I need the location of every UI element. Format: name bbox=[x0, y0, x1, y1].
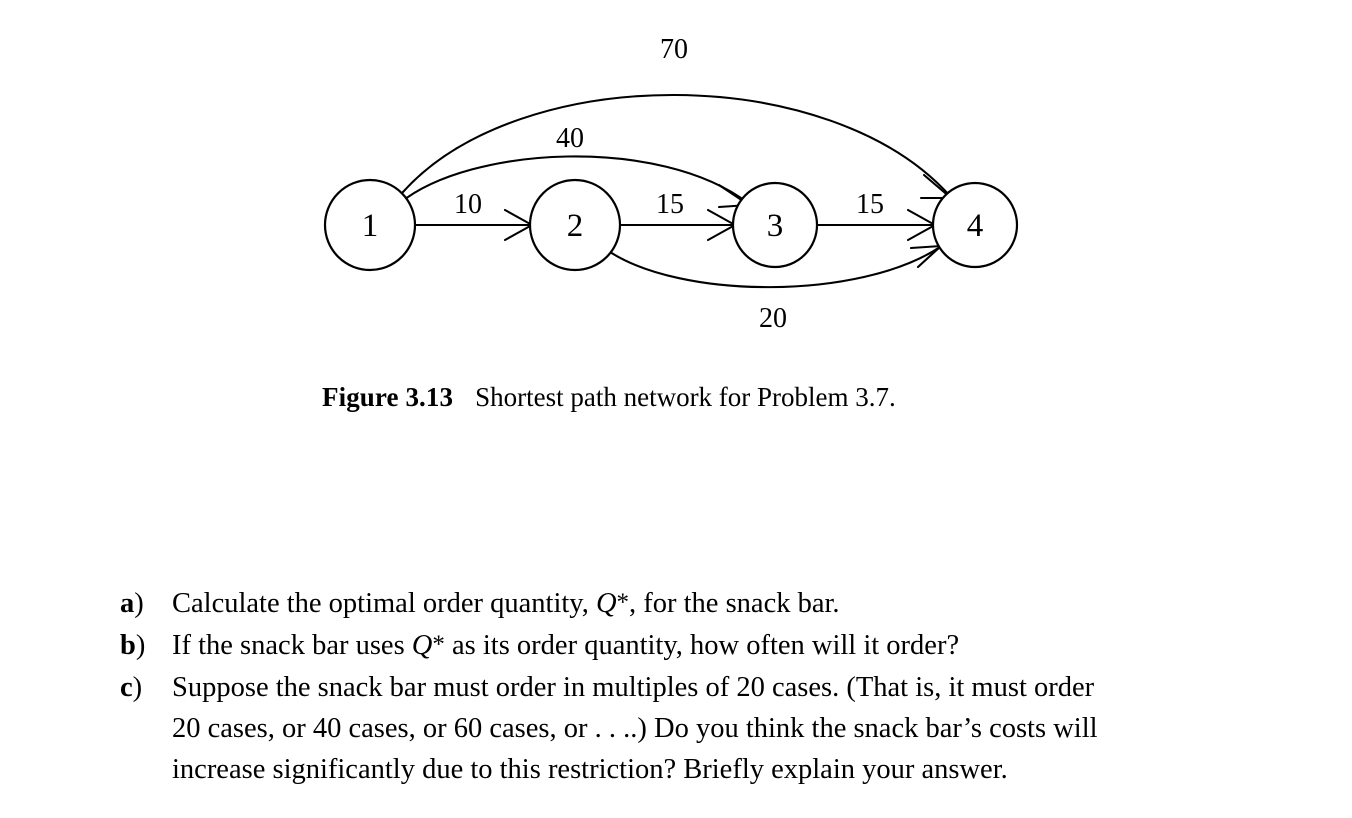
node-3: 3 bbox=[731, 181, 819, 269]
question-a-star: * bbox=[616, 589, 630, 616]
figure-caption: Figure 3.13 Shortest path network for Pro… bbox=[322, 381, 1222, 415]
node-2-circle bbox=[528, 178, 622, 272]
question-marker-c: c) bbox=[120, 667, 172, 708]
question-a-line1-post: , for the snack bar. bbox=[629, 588, 840, 619]
question-body-a: Calculate the optimal order quantity, Q*… bbox=[172, 583, 1335, 625]
question-item-a: a) Calculate the optimal order quantity,… bbox=[120, 583, 1335, 625]
question-item-c: c) Suppose the snack bar must order in m… bbox=[120, 667, 1335, 790]
edge-weight-3-4: 15 bbox=[856, 189, 884, 220]
node-4: 4 bbox=[931, 181, 1019, 269]
question-body-c: Suppose the snack bar must order in mult… bbox=[172, 667, 1335, 790]
question-marker-b-letter: b bbox=[120, 630, 136, 661]
question-marker-b-paren: ) bbox=[135, 630, 146, 661]
question-b-line1-pre: If the snack bar uses bbox=[172, 630, 412, 661]
edge-weight-1-4: 70 bbox=[660, 34, 688, 65]
question-a-symbol: Q bbox=[595, 588, 617, 619]
node-2: 2 bbox=[528, 178, 622, 272]
question-marker-b: b) bbox=[120, 625, 172, 666]
node-1-label: 1 bbox=[362, 208, 379, 244]
edge-1-to-4-path bbox=[401, 93, 952, 198]
question-item-b: b) If the snack bar uses Q* as its order… bbox=[120, 625, 1335, 667]
question-b-star: * bbox=[432, 631, 445, 658]
node-2-label: 2 bbox=[567, 208, 584, 244]
edge-weight-1-3: 40 bbox=[556, 123, 584, 154]
figure-block: 1 2 3 4 10 15 15 40 70 20 bbox=[0, 0, 1352, 360]
question-a-line1-pre: Calculate the optimal order quantity, bbox=[172, 588, 596, 619]
question-marker-a-letter: a bbox=[120, 588, 135, 619]
node-1: 1 bbox=[323, 178, 417, 272]
shortest-path-network-diagram: 1 2 3 4 10 15 15 40 70 20 bbox=[323, 34, 1019, 334]
question-marker-a-paren: ) bbox=[134, 588, 144, 619]
edge-2-to-4-path bbox=[605, 245, 942, 289]
question-body-b: If the snack bar uses Q* as its order qu… bbox=[172, 625, 1335, 667]
question-b-line1-post: as its order quantity, how often will it… bbox=[444, 630, 960, 661]
edge-2-to-4-arrowhead bbox=[909, 244, 943, 269]
question-marker-c-paren: ) bbox=[132, 672, 143, 703]
question-marker-a: a) bbox=[120, 583, 172, 624]
node-3-circle bbox=[731, 181, 819, 269]
node-4-circle bbox=[931, 181, 1019, 269]
edge-weight-2-3: 15 bbox=[656, 189, 684, 220]
figure-caption-text: Shortest path network for Problem 3.7. bbox=[475, 382, 896, 412]
figure-caption-label: Figure 3.13 bbox=[322, 382, 454, 412]
node-4-label: 4 bbox=[967, 208, 984, 244]
edge-1-to-3-path bbox=[398, 155, 750, 205]
edge-weight-1-2: 10 bbox=[454, 189, 482, 220]
question-c-line1: Suppose the snack bar must order in mult… bbox=[172, 672, 1095, 703]
edge-weight-2-4: 20 bbox=[759, 303, 787, 334]
question-marker-c-letter: c bbox=[120, 672, 133, 703]
node-1-circle bbox=[323, 178, 417, 272]
question-c-line2: 20 cases, or 40 cases, or 60 cases, or .… bbox=[172, 713, 1098, 744]
question-list: a) Calculate the optimal order quantity,… bbox=[120, 583, 1335, 790]
question-b-symbol: Q bbox=[411, 630, 433, 661]
node-3-label: 3 bbox=[767, 208, 784, 244]
question-c-line3: increase significantly due to this restr… bbox=[172, 754, 1008, 785]
edge-1-to-4 bbox=[401, 93, 953, 200]
